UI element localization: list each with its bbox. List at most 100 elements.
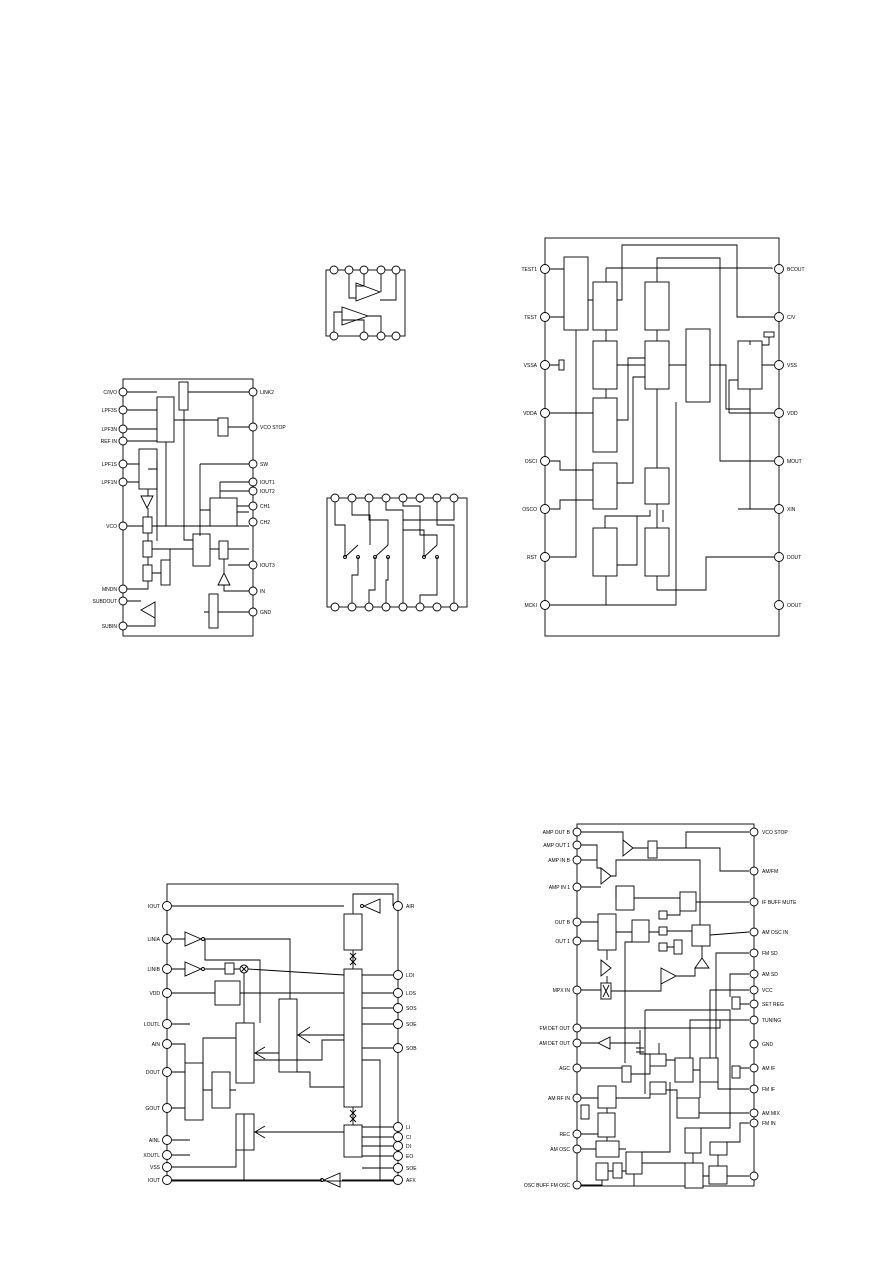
pin-label: GND — [762, 1042, 774, 1048]
pin-label: MPX IN — [553, 988, 571, 994]
pin-label: VCO STOP — [762, 830, 788, 836]
pin-label: C/IVO — [103, 390, 117, 396]
opamp-top-pins — [329, 265, 401, 275]
pin-label: FM SD — [762, 951, 778, 957]
pin-label: SOS — [406, 1006, 417, 1012]
pin-label: AINL — [149, 1138, 160, 1144]
pin-label: SUBDOUT — [93, 599, 117, 605]
pin-label: TEST1 — [521, 267, 537, 273]
pin-label: DOUT — [146, 1070, 160, 1076]
pin-label: AM OSC — [550, 1147, 570, 1153]
pin-label: OUT 1 — [555, 939, 570, 945]
diagram-c-right-labels: AIR LOI LOS SOS SOE SOB LI CI DI EO SOE … — [406, 904, 417, 1184]
pin-label: DI — [406, 1144, 411, 1150]
pin-label: C/V — [787, 315, 796, 321]
pin-label: GND — [260, 610, 272, 616]
pin-label: AFX — [406, 1178, 416, 1184]
pin-label: VCO — [106, 524, 117, 530]
diagram-c-left-pins — [162, 901, 172, 1185]
pin-label: AMP OUT B — [543, 830, 571, 836]
pin-label: AM/FM — [762, 869, 778, 875]
pin-label: SUBIN — [102, 624, 118, 630]
diagram-a-right-labels: LINK2 VCO STOP SW IOUT1 IOUT2 CH1 CH2 IO… — [260, 390, 286, 616]
pin-label: AM DET OUT — [539, 1041, 570, 1047]
pin-label: LPF1N — [101, 480, 117, 486]
pin-label: VSS — [150, 1165, 161, 1171]
pin-label: IOUT1 — [260, 480, 275, 486]
pin-label: LOS — [406, 991, 417, 997]
pin-label: IF BUFF MUTE — [762, 900, 797, 906]
pin-label: MCKI — [525, 603, 538, 609]
diagram-d-right-pins — [749, 827, 759, 1181]
pin-label: SW — [260, 462, 268, 468]
pin-label: OSCI — [525, 459, 537, 465]
pin-label: IOUT3 — [260, 563, 275, 569]
pin-label: VCO STOP — [260, 425, 286, 431]
diagram-a-right-pins — [248, 387, 258, 617]
pin-label: OOUT — [787, 603, 801, 609]
pin-label: AIR — [406, 904, 415, 910]
diagram-b-left-pins — [540, 264, 550, 610]
diagram-d-left-labels: AMP OUT B AMP OUT 1 AMP IN B AMP IN 1 OU… — [524, 830, 571, 1189]
pin-label: RST — [527, 555, 537, 561]
pin-label: REF IN — [101, 439, 118, 445]
pin-label: REC — [559, 1132, 570, 1138]
diagram-d — [572, 823, 759, 1190]
pin-label: GOUT — [146, 1106, 160, 1112]
pin-label: IOUT2 — [260, 489, 275, 495]
pin-label: LINIB — [147, 967, 160, 973]
pin-label: SET REG — [762, 1002, 784, 1008]
pin-label: IOUT — [148, 1178, 160, 1184]
pin-label: AM MIX — [762, 1111, 780, 1117]
pin-label: DOUT — [787, 555, 801, 561]
pin-label: VDDA — [523, 411, 538, 417]
pin-label: AMP IN 1 — [549, 885, 571, 891]
pin-label: MOUT — [787, 459, 802, 465]
pin-label: TEST — [524, 315, 537, 321]
diagram-c — [162, 883, 403, 1188]
pin-label: AM IF — [762, 1066, 775, 1072]
pin-label: AGC — [559, 1066, 570, 1072]
pin-label: VCC — [762, 988, 773, 994]
diagram-b-right-labels: BCOUT C/V VSS VDD MOUT XIN DOUT OOUT — [787, 267, 805, 609]
pin-label: FM IF — [762, 1087, 775, 1093]
pin-label: AM SD — [762, 972, 778, 978]
pin-label: LPF3S — [102, 408, 118, 414]
pin-label: CH1 — [260, 504, 270, 510]
pin-label: IOUT — [148, 904, 160, 910]
pin-label: AIN — [152, 1042, 161, 1048]
pin-label: LI — [406, 1125, 410, 1131]
pin-label: LINIA — [147, 937, 160, 943]
pin-label: EO — [406, 1154, 413, 1160]
pin-label: AMP OUT 1 — [543, 843, 570, 849]
pin-label: LPF3N — [101, 427, 117, 433]
pin-label: CI — [406, 1135, 411, 1141]
diagram-a — [118, 378, 258, 637]
pin-label: TUNING — [762, 1018, 781, 1024]
pin-label: OUT B — [555, 920, 571, 926]
diagram-b-left-labels: TEST1 TEST VSSA VDDA OSCI OSCO RST MCKI — [521, 267, 537, 609]
pin-label: SOE — [406, 1166, 417, 1172]
pin-label: SOB — [406, 1046, 417, 1052]
pin-label: LPF1S — [102, 462, 118, 468]
pin-label: AMP IN B — [548, 858, 571, 864]
pin-label: LOUTL — [144, 1022, 160, 1028]
pin-label: BCOUT — [787, 267, 805, 273]
diagram-d-right-labels: VCO STOP AM/FM IF BUFF MUTE AM OSC IN FM… — [762, 830, 797, 1127]
pin-label: OSCO — [522, 507, 537, 513]
pin-label: VDD — [149, 991, 160, 997]
pin-label: VSSA — [524, 363, 538, 369]
pin-label: FM IN — [762, 1121, 776, 1127]
pin-label: XIN — [787, 507, 796, 513]
diagram-b-right-pins — [774, 264, 784, 610]
pin-label: LINK2 — [260, 390, 274, 396]
opamp-pair-diagram — [325, 265, 406, 341]
pin-label: FM DET OUT — [540, 1026, 570, 1032]
pin-label: MNDN — [102, 587, 117, 593]
diagram-c-right-pins — [393, 901, 403, 1185]
diagram-c-left-labels: IOUT LINIA LINIB VDD LOUTL AIN DOUT GOUT… — [143, 904, 160, 1184]
diagram-b — [540, 237, 784, 637]
diagram-a-left-pins — [118, 387, 128, 631]
pin-label: AM OSC IN — [762, 930, 789, 936]
